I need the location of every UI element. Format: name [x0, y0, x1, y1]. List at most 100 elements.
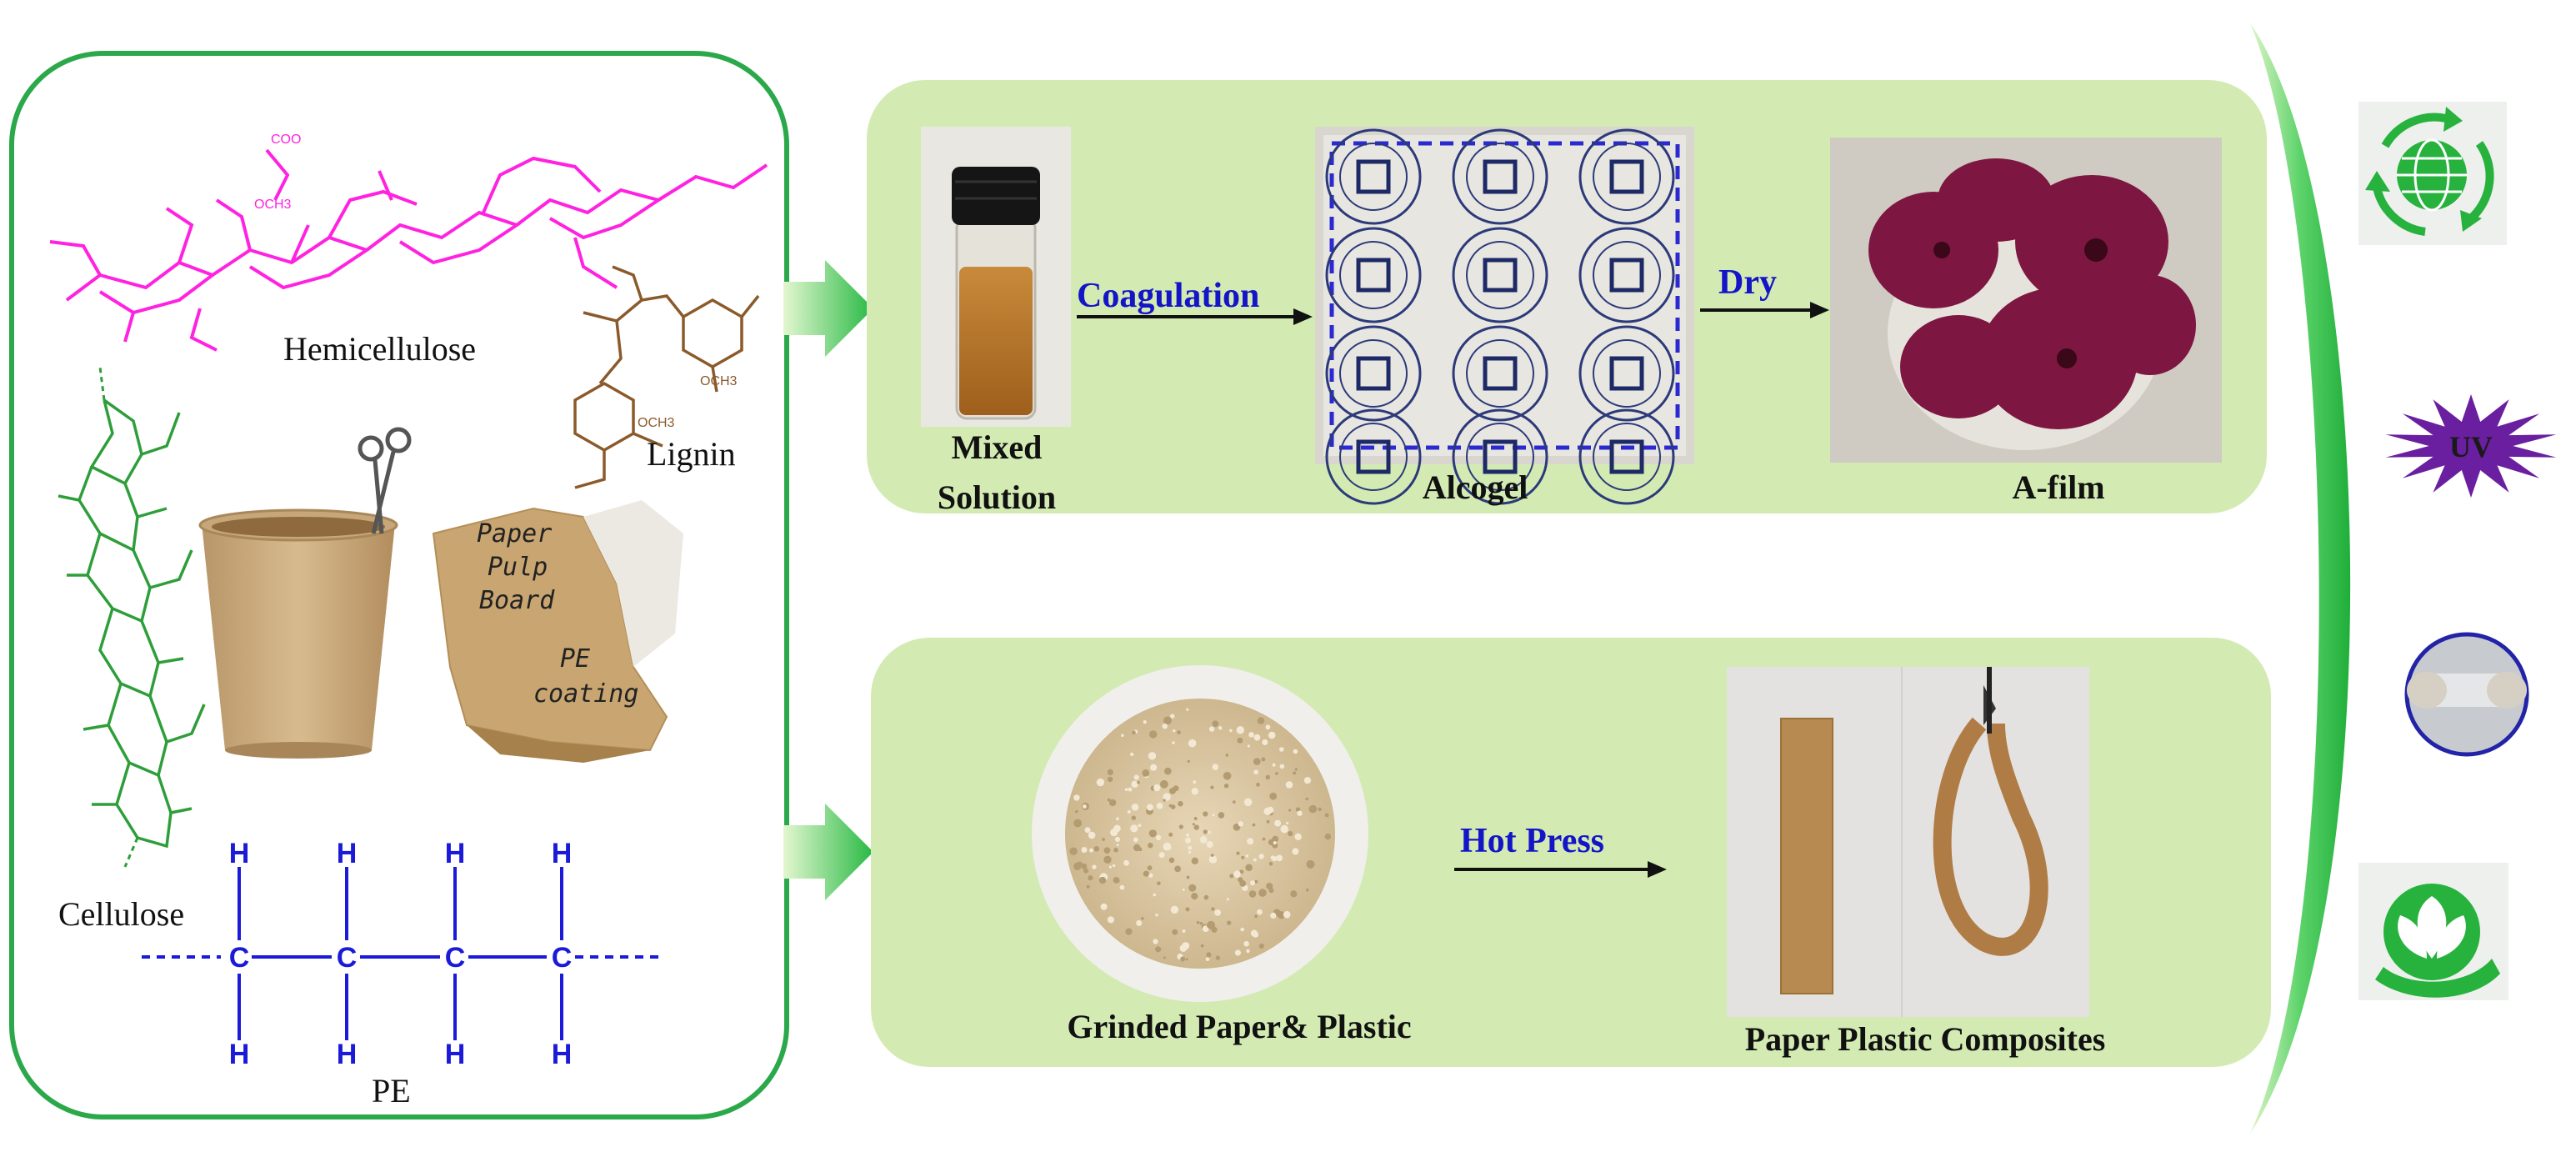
pe-h: H	[552, 838, 573, 869]
a-film-label: A-film	[2012, 468, 2104, 506]
powder-speck	[1305, 889, 1309, 892]
alcogel-badge-inner	[1466, 143, 1534, 211]
powder-speck	[1233, 870, 1241, 878]
powder-speck	[1232, 800, 1236, 804]
alcogel-badge-inner	[1466, 339, 1534, 408]
alcogel-badge-logo	[1609, 258, 1644, 293]
powder-speck	[1107, 769, 1113, 776]
alcogel-label: Alcogel	[1423, 468, 1528, 506]
powder-speck	[1324, 833, 1332, 840]
powder-speck	[1162, 724, 1168, 729]
alcogel-badge	[1452, 325, 1548, 422]
alcogel-badge-logo	[1483, 439, 1518, 474]
alcogel-badge	[1578, 325, 1675, 422]
powder-speck	[1257, 909, 1263, 915]
powder-speck	[1113, 824, 1121, 833]
powder-speck	[1206, 840, 1213, 849]
powder-speck	[1164, 767, 1172, 775]
powder-speck	[1185, 958, 1188, 961]
dry-arrowhead	[1810, 302, 1829, 318]
hemi-coo-label: COO	[271, 133, 301, 147]
powder-speck	[1130, 752, 1134, 757]
powder-speck	[1258, 943, 1264, 949]
powder-speck	[1268, 861, 1273, 866]
mixed-label-line1: Mixed	[952, 428, 1043, 466]
alcogel-badge	[1325, 128, 1422, 225]
powder-speck	[1236, 851, 1240, 855]
grinded-powder-image	[1032, 665, 1368, 1002]
alcogel-badge-inner	[1466, 423, 1534, 491]
alcogel-badge-logo	[1609, 356, 1644, 391]
powder-speck	[1153, 893, 1157, 897]
alcogel-badge-logo	[1356, 258, 1391, 293]
powder-speck	[1261, 757, 1266, 762]
powder-speck	[1208, 830, 1211, 834]
powder-speck	[1193, 824, 1199, 830]
alcogel-badge-logo	[1483, 258, 1518, 293]
alcogel-image	[1315, 127, 1694, 505]
powder-speck	[1132, 730, 1136, 735]
powder-speck	[1123, 859, 1129, 866]
powder-speck	[1243, 798, 1253, 807]
alcogel-badge-inner	[1339, 143, 1408, 211]
grinded-label: Grinded Paper& Plastic	[1067, 1008, 1411, 1045]
powder-speck	[1114, 836, 1121, 843]
powder-speck	[1098, 876, 1107, 884]
powder-speck	[1170, 804, 1176, 809]
powder-speck	[1245, 864, 1253, 872]
powder-speck	[1107, 916, 1114, 924]
uv-label: UV	[2449, 430, 2493, 463]
powder-speck	[1160, 779, 1168, 789]
powder-speck	[1223, 772, 1232, 780]
powder-speck	[1170, 714, 1175, 719]
alcogel-badge-grid	[1325, 128, 1675, 505]
powder-speck	[1191, 893, 1198, 900]
powder-speck	[1142, 769, 1150, 777]
powder-speck	[1073, 794, 1080, 801]
powder-speck	[1210, 854, 1214, 857]
powder-speck	[1188, 739, 1197, 748]
hot-press-arrowhead	[1648, 861, 1667, 878]
alcogel-badge	[1578, 227, 1675, 323]
powder-speck	[1128, 787, 1133, 792]
powder-speck	[1121, 734, 1124, 737]
powder-speck	[1246, 949, 1250, 954]
powder-speck	[1180, 956, 1186, 962]
powder-specks	[1069, 708, 1332, 962]
alcogel-badge	[1325, 408, 1422, 505]
powder-speck	[1148, 843, 1153, 849]
powder-speck	[1127, 810, 1131, 814]
powder-speck	[1262, 837, 1266, 841]
powder-speck	[1133, 774, 1139, 780]
powder-speck	[1218, 726, 1223, 730]
powder-speck	[1240, 927, 1244, 932]
powder-speck	[1153, 939, 1158, 944]
powder-speck	[1156, 834, 1162, 841]
powder-speck	[1148, 873, 1153, 878]
eco-hand-leaf-icon	[2358, 863, 2508, 1000]
pe-h: H	[229, 838, 250, 869]
powder-speck	[1088, 831, 1096, 839]
powder-speck	[1293, 749, 1298, 754]
cellulose-chain-start	[98, 366, 106, 401]
hemi-och3-label: OCH3	[254, 198, 292, 212]
alcogel-badge	[1578, 128, 1675, 225]
powder-speck	[1257, 717, 1265, 724]
alcogel-badge-logo	[1356, 439, 1391, 474]
powder-speck	[1288, 809, 1292, 812]
powder-speck	[1270, 912, 1277, 919]
powder-speck	[1185, 907, 1190, 912]
powder-speck	[1146, 804, 1153, 811]
cup-note-paper: Paper	[477, 519, 552, 548]
alcogel-badge-logo	[1483, 356, 1518, 391]
powder-speck	[1200, 944, 1204, 948]
powder-speck	[1286, 821, 1289, 825]
powder-speck	[1136, 919, 1143, 926]
powder-speck	[1229, 729, 1233, 733]
powder-speck	[1196, 920, 1200, 924]
powder-speck	[1093, 846, 1100, 852]
powder-speck	[1113, 848, 1118, 853]
left-panel-frame	[9, 51, 789, 1119]
powder-speck	[1179, 944, 1188, 952]
powder-speck	[1172, 929, 1178, 935]
